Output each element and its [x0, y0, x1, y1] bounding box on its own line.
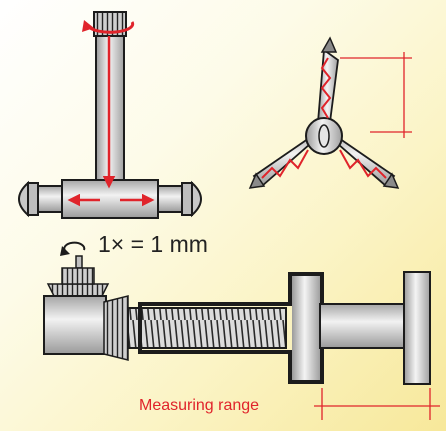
measuring-range-label: Measuring range [139, 397, 260, 414]
screw-clamp-icon [43, 255, 440, 420]
three-arm-spreader-icon [248, 36, 412, 189]
rotation-arrow-icon [60, 241, 86, 256]
pitch-label: 1× = 1 mm [98, 231, 208, 257]
rotation-arrow-icon [82, 20, 135, 34]
t-handle-wrench-icon [18, 11, 202, 219]
